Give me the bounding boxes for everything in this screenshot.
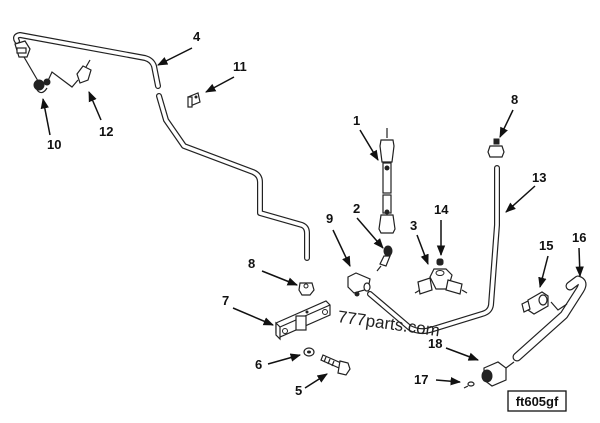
leader-arrows — [40, 47, 584, 389]
part-8-nut-fitting-left[interactable] — [298, 282, 315, 296]
part-1-hose-assembly[interactable] — [378, 128, 396, 234]
part-5-bolt[interactable] — [320, 354, 351, 376]
part-3-tee-fitting[interactable] — [414, 268, 468, 295]
callout-13: 13 — [532, 170, 546, 185]
part-6-washer[interactable] — [303, 347, 315, 357]
callout-8-right: 8 — [511, 92, 518, 107]
figure-code-box: ft605gf — [507, 390, 567, 412]
callout-3: 3 — [410, 218, 417, 233]
part-4-fuel-line-tube[interactable] — [13, 32, 310, 261]
callout-15: 15 — [539, 238, 553, 253]
part-2-elbow-fitting[interactable] — [376, 245, 393, 272]
part-17-o-ring[interactable] — [463, 381, 475, 389]
callout-6: 6 — [255, 357, 262, 372]
part-14-plug[interactable] — [436, 258, 444, 266]
callout-18: 18 — [428, 336, 442, 351]
callout-5: 5 — [295, 383, 302, 398]
part-11-clip[interactable] — [187, 92, 201, 108]
callout-14: 14 — [434, 202, 449, 217]
callout-1: 1 — [353, 113, 360, 128]
part-18-nut[interactable] — [481, 361, 515, 387]
part-13-tube[interactable] — [367, 165, 500, 335]
part-10-elbow[interactable] — [33, 78, 51, 94]
callout-4: 4 — [193, 29, 201, 44]
callout-2: 2 — [353, 201, 360, 216]
part-16-tube-bent[interactable] — [512, 275, 587, 362]
callout-8-left: 8 — [248, 256, 255, 271]
callout-7: 7 — [222, 293, 229, 308]
part-7-bracket[interactable] — [275, 300, 331, 341]
callout-10: 10 — [47, 137, 61, 152]
callout-16: 16 — [572, 230, 586, 245]
part-8-nut-fitting-right[interactable] — [487, 138, 505, 158]
figure-code: ft605gf — [516, 394, 559, 409]
callout-12: 12 — [99, 124, 113, 139]
callout-11: 11 — [233, 59, 247, 74]
callout-9: 9 — [326, 211, 333, 226]
callout-17: 17 — [414, 372, 428, 387]
part-15-adapter[interactable] — [521, 291, 549, 315]
part-9-connector[interactable] — [347, 272, 371, 297]
part-12-fitting[interactable] — [14, 40, 92, 88]
